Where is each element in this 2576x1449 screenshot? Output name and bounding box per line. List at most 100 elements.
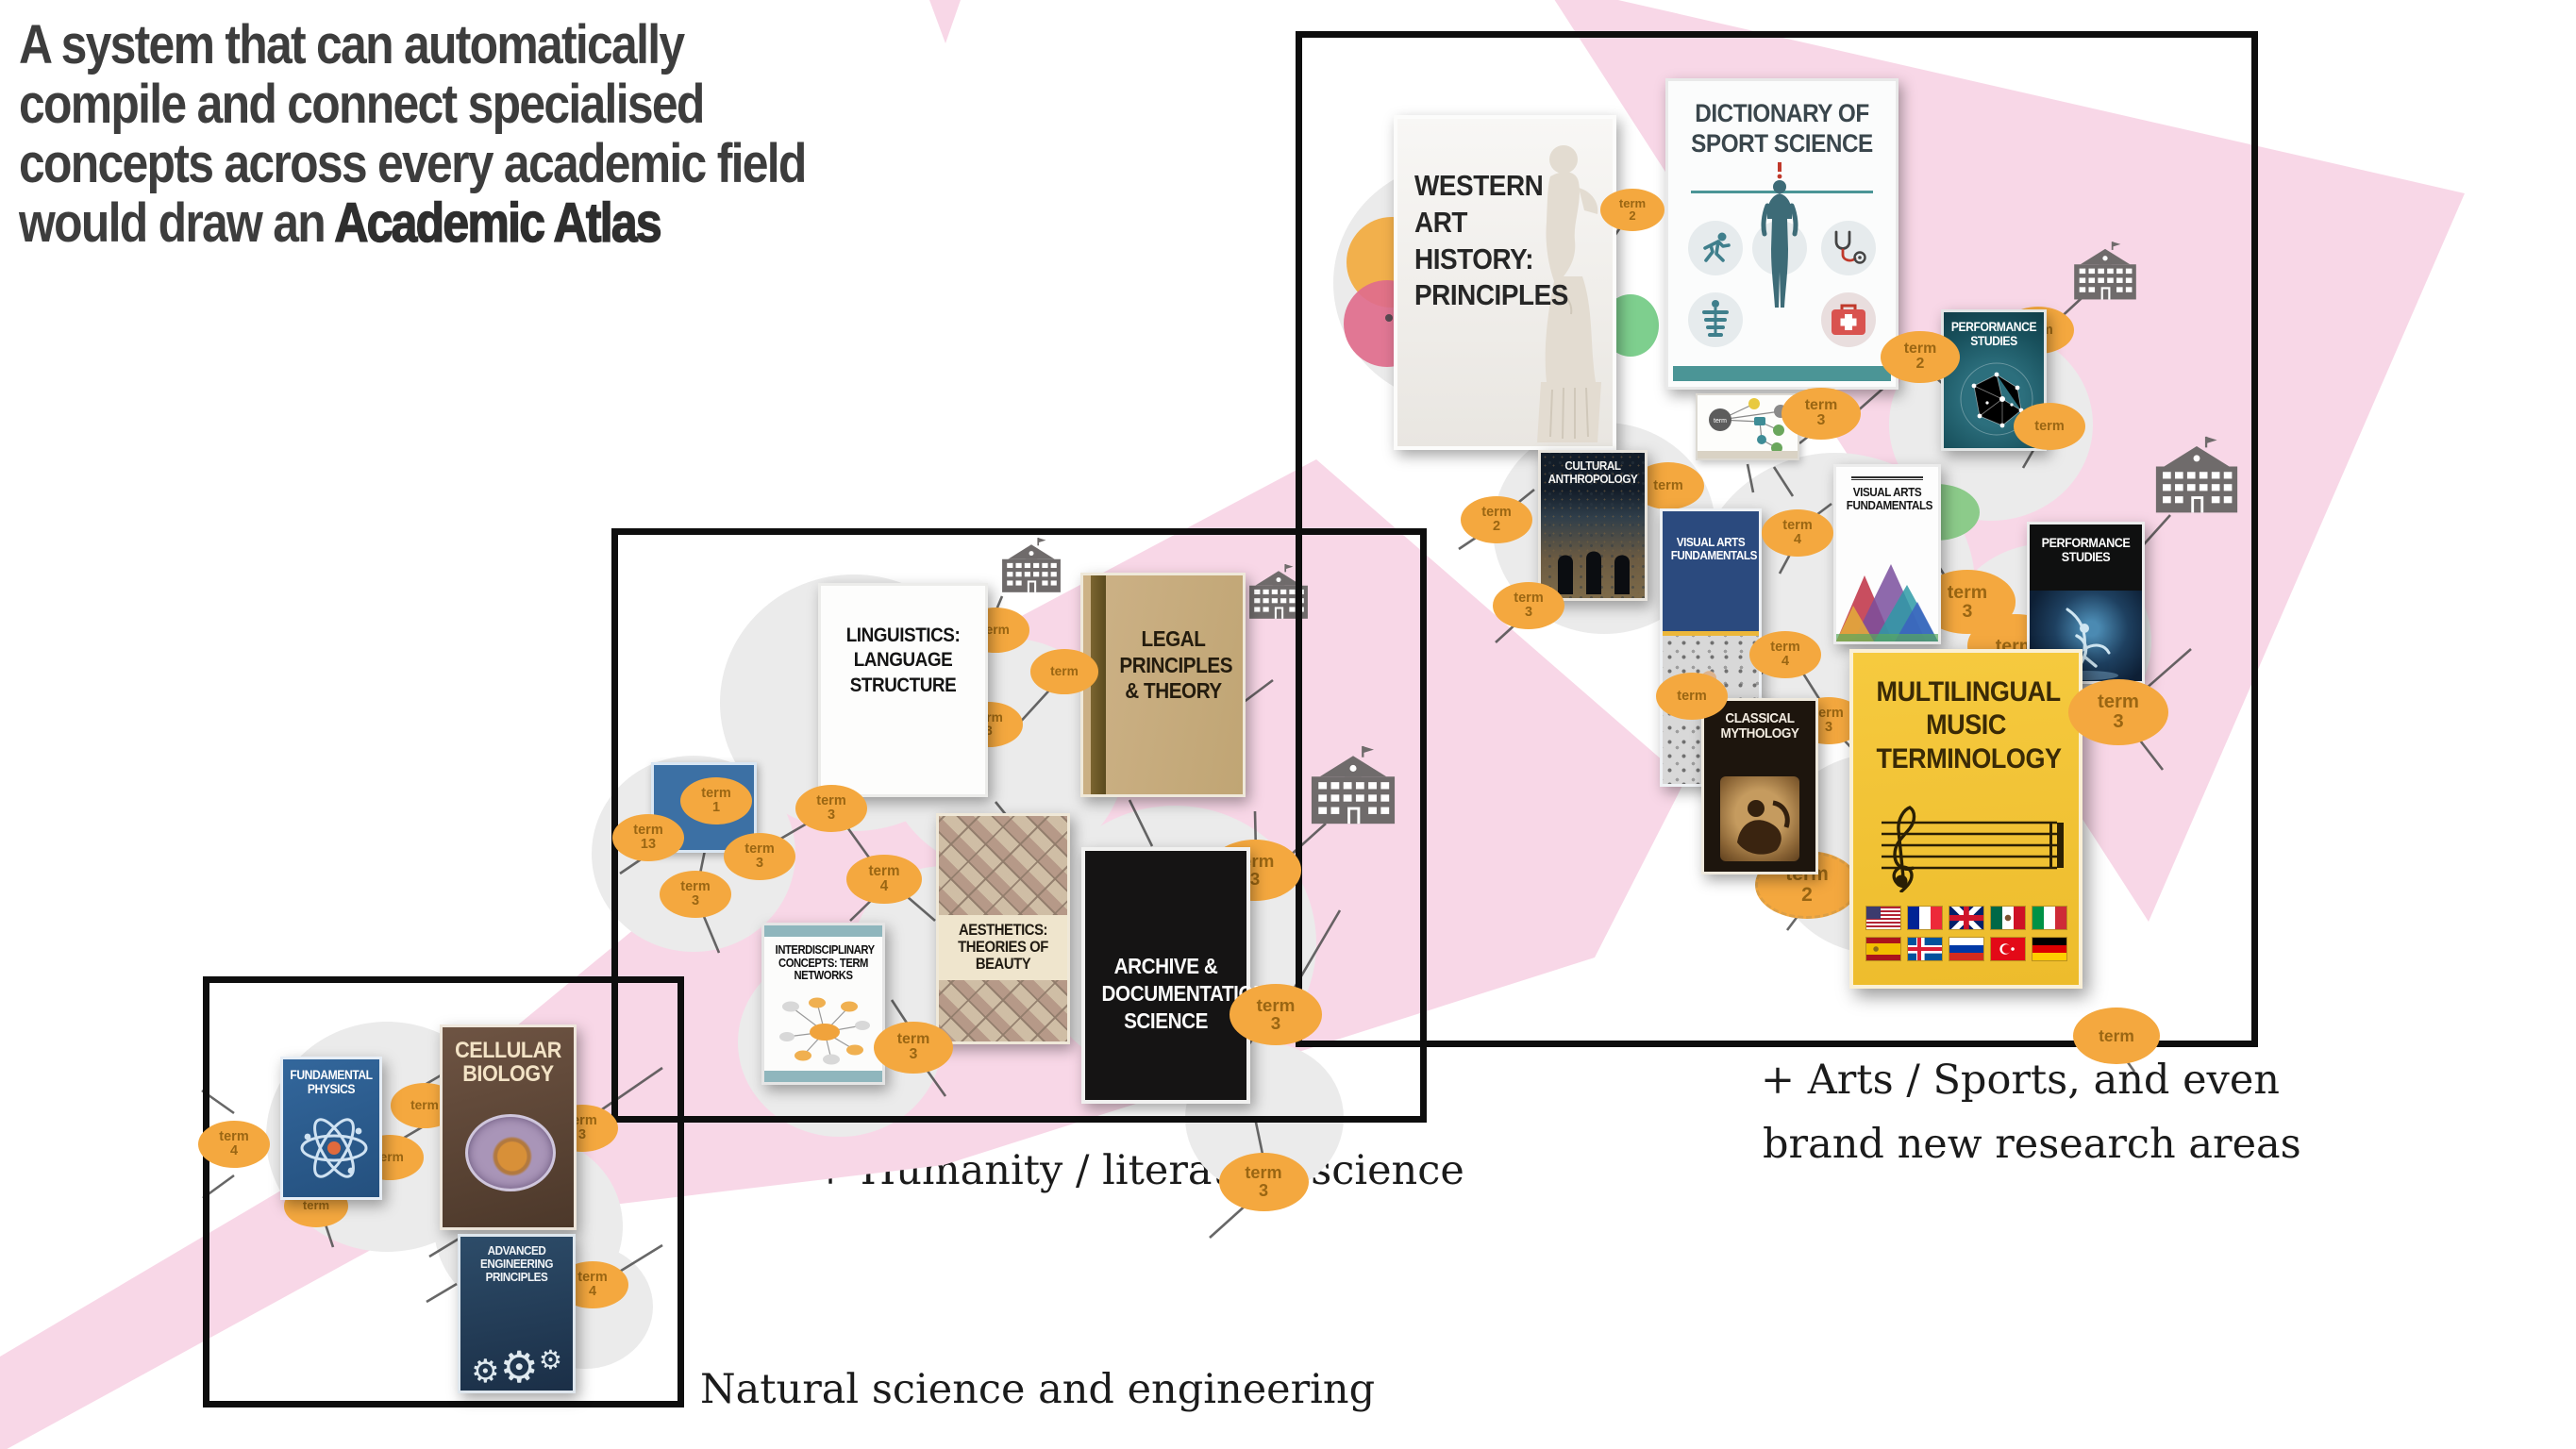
es-flag-icon: [1865, 938, 1900, 960]
mx-flag-icon: [1990, 907, 2025, 929]
caption-natural-science: Natural science and engineering: [700, 1366, 1376, 1413]
term-network-card: term: [1696, 393, 1799, 460]
title-line: concepts across every academic field: [19, 133, 807, 194]
cover-top: VISUAL ARTS FUNDAMENTALS: [1663, 511, 1759, 632]
book-title: CELLULAR BIOLOGY: [455, 1038, 561, 1088]
book-title: INTERDISCIPLINARY CONCEPTS: TERM NETWORK…: [775, 943, 876, 982]
book-legal-principles: LEGAL PRINCIPLES & THEORY: [1080, 573, 1246, 797]
tr-flag-icon: [1990, 938, 2025, 960]
group-box-arts-sports: [1296, 31, 2258, 1047]
book-spine: [1091, 575, 1106, 794]
treble-clef-icon: [1882, 806, 2064, 892]
book-interdisciplinary-concepts: INTERDISCIPLINARY CONCEPTS: TERM NETWORK…: [761, 923, 885, 1085]
teal-bar: [764, 1071, 882, 1082]
card-strip: [1698, 451, 1798, 458]
abstract-art-icon: [1836, 564, 1938, 641]
book-title: CLASSICAL MYTHOLOGY: [1720, 710, 1799, 742]
book-title: LINGUISTICS: LANGUAGE STRUCTURE: [845, 625, 961, 696]
book-title: ADVANCED ENGINEERING PRINCIPLES: [480, 1243, 553, 1285]
flag-icons: [1865, 907, 2066, 960]
book-title: VISUAL ARTS FUNDAMENTALS: [1846, 485, 1933, 513]
book-title: VISUAL ARTS FUNDAMENTALS: [1670, 535, 1758, 563]
term-network-icon: [779, 997, 870, 1065]
book-cultural-anthropology: CULTURAL ANTHROPOLOGY: [1538, 450, 1648, 601]
book-western-art-history: WESTERN ART HISTORY: PRINCIPLES: [1394, 115, 1616, 450]
yellow-stripe: [1663, 631, 1759, 637]
book-title: AESTHETICS: THEORIES OF BEAUTY: [958, 922, 1048, 973]
book-linguistics: LINGUISTICS: LANGUAGE STRUCTURE: [818, 583, 988, 797]
us-flag-icon: [1865, 907, 1900, 929]
group-box-humanity: [611, 528, 1427, 1123]
group-box-natural-science: [203, 976, 684, 1407]
term-bubble: term: [1029, 649, 1099, 694]
cell-icon: [465, 1114, 556, 1191]
de-flag-icon: [2032, 938, 2066, 960]
gear-icon: ⚙⚙⚙: [471, 1342, 562, 1391]
runner-icon: [1688, 221, 1743, 275]
atom-icon: [300, 1118, 368, 1178]
uk-flag-icon: [1949, 907, 1983, 929]
book-title: WESTERN ART HISTORY: PRINCIPLES: [1414, 169, 1568, 312]
book-classical-mythology: CLASSICAL MYTHOLOGY: [1701, 698, 1818, 874]
teal-band: [1672, 366, 1892, 381]
dot: [1385, 314, 1393, 322]
book-title: MULTILINGUAL MUSIC TERMINOLOGY: [1876, 676, 2063, 774]
title-line: A system that can automatically: [19, 14, 685, 75]
book-advanced-engineering: ADVANCED ENGINEERING PRINCIPLES ⚙⚙⚙: [458, 1234, 576, 1393]
book-sport-science-dictionary: DICTIONARY OF SPORT SCIENCE: [1665, 78, 1899, 390]
silhouettes-icon: [1558, 551, 1630, 594]
title-line: would draw an Academic Atlas: [19, 192, 663, 254]
title-emphasis: Academic Atlas: [334, 192, 663, 254]
book-title: PERFORMANCE STUDIES: [1950, 320, 2037, 348]
title-line: compile and connect specialised: [19, 74, 705, 135]
network-sphere-icon: [1960, 362, 2033, 436]
book-title: FUNDAMENTAL PHYSICS: [290, 1068, 373, 1096]
book-visual-arts-fundamentals-white: VISUAL ARTS FUNDAMENTALS: [1833, 464, 1941, 644]
hub-label: term: [1714, 418, 1727, 425]
book-multilingual-music-terminology: MULTILINGUAL MUSIC TERMINOLOGY: [1849, 649, 2083, 989]
divider-rule: [1851, 476, 1923, 480]
green-ellipse: [1602, 294, 1659, 357]
first-aid-kit-icon: [1821, 292, 1876, 347]
book-aesthetics: AESTHETICS: THEORIES OF BEAUTY: [936, 813, 1070, 1044]
book-archive-documentation: ARCHIVE & DOCUMENTATION SCIENCE: [1081, 847, 1268, 1104]
caduceus-icon: [1688, 292, 1743, 347]
book-title: DICTIONARY OF SPORT SCIENCE: [1691, 99, 1873, 158]
stethoscope-icon: [1821, 221, 1876, 275]
slide-title: A system that can automatically compile …: [19, 14, 912, 254]
book-title: LEGAL PRINCIPLES & THEORY: [1119, 626, 1233, 704]
it-flag-icon: [2032, 907, 2066, 929]
myth-art-icon: [1719, 775, 1800, 862]
ru-flag-icon: [1949, 938, 1983, 960]
teal-bar: [764, 925, 882, 937]
book-title: ARCHIVE & DOCUMENTATION SCIENCE: [1101, 954, 1268, 1033]
term-bubble: term: [2014, 403, 2085, 450]
fr-flag-icon: [1907, 907, 1942, 929]
is-flag-icon: [1907, 938, 1942, 960]
book-cellular-biology: CELLULAR BIOLOGY: [440, 1024, 577, 1230]
pink-sliver: [929, 0, 961, 43]
caption-arts-line2: brand new research areas: [1763, 1121, 2301, 1168]
book-title: PERFORMANCE STUDIES: [2041, 535, 2131, 565]
book-title: CULTURAL ANTHROPOLOGY: [1547, 458, 1638, 487]
book-fundamental-physics: FUNDAMENTAL PHYSICS: [280, 1057, 382, 1200]
